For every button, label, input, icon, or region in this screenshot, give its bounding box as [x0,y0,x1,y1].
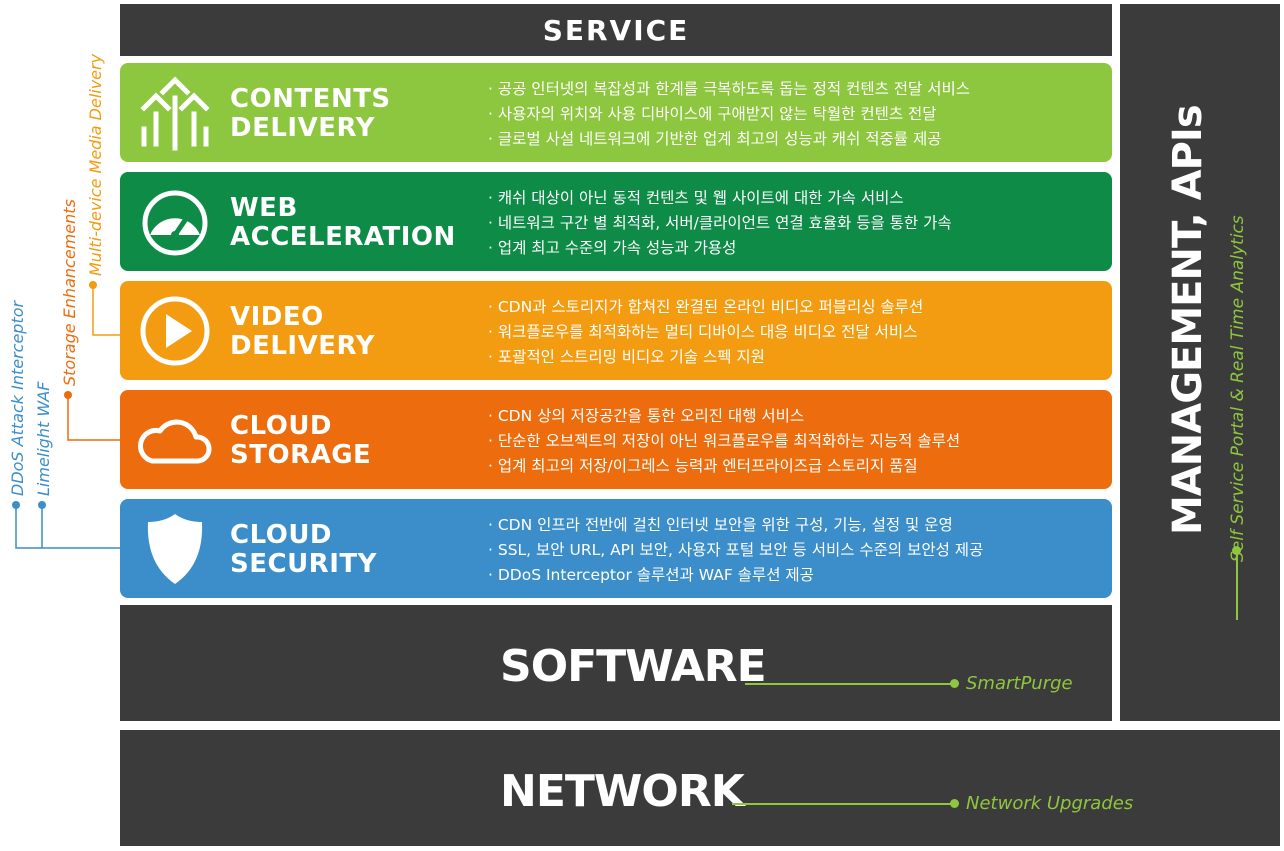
software-note: SmartPurge [966,673,1073,694]
side-note-multidevice: Multi-device Media Delivery [86,53,105,276]
contents-bullets: 공공 인터넷의 복잡성과 한계를 극복하도록 돕는 정적 컨텐츠 전달 서비스 … [488,77,970,152]
contents-bullet-3: 글로벌 사설 네트워크에 기반한 업계 최고의 성능과 캐쉬 적중률 제공 [488,127,970,152]
service-web-acceleration: WEB ACCELERATION 캐쉬 대상이 아닌 동적 컨텐츠 및 웹 사이… [120,172,1112,271]
web-title-line2: ACCELERATION [230,222,456,252]
service-cloud-storage: CLOUD STORAGE CDN 상의 저장공간을 통한 오리진 대행 서비스… [120,390,1112,489]
contents-title-line2: DELIVERY [230,113,375,143]
security-bullet-1: CDN 인프라 전반에 걸친 인터넷 보안을 위한 구성, 기능, 설정 및 운… [488,513,983,538]
storage-bullets: CDN 상의 저장공간을 통한 오리진 대행 서비스 단순한 오브젝트의 저장이… [488,404,960,479]
network-dot [950,799,959,808]
security-title-line1: CLOUD [230,520,333,550]
web-title-line1: WEB [230,193,298,223]
web-bullet-1: 캐쉬 대상이 아닌 동적 컨텐츠 및 웹 사이트에 대한 가속 서비스 [488,186,952,211]
web-bullets: 캐쉬 대상이 아닌 동적 컨텐츠 및 웹 사이트에 대한 가속 서비스 네트워크… [488,186,952,261]
service-contents-delivery: CONTENTS DELIVERY 공공 인터넷의 복잡성과 한계를 극복하도록… [120,63,1112,162]
network-note: Network Upgrades [966,793,1134,814]
network-connector [732,803,954,805]
service-layer: SERVICE [120,4,1112,56]
network-label: NETWORK [500,766,745,817]
side-connectors [12,281,120,549]
video-title-line2: DELIVERY [230,331,375,361]
software-dot [950,679,959,688]
management-note: Self Service Portal & Real Time Analytic… [1228,215,1248,562]
upload-arrows-icon [140,76,210,151]
video-bullet-1: CDN과 스토리지가 합쳐진 완결된 온라인 비디오 퍼블리싱 솔루션 [488,295,923,320]
security-bullets: CDN 인프라 전반에 걸친 인터넷 보안을 위한 구성, 기능, 설정 및 운… [488,513,983,588]
cloud-icon [138,419,212,464]
storage-title-line1: CLOUD [230,411,333,441]
contents-title-line1: CONTENTS [230,84,391,114]
shield-icon [147,514,203,584]
side-note-storage: Storage Enhancements [60,199,79,386]
video-bullet-2: 워크플로우를 최적화하는 멀티 디바이스 대응 비디오 전달 서비스 [488,320,923,345]
contents-bullet-1: 공공 인터넷의 복잡성과 한계를 극복하도록 돕는 정적 컨텐츠 전달 서비스 [488,77,970,102]
speedometer-icon [142,190,208,256]
play-icon [140,296,210,366]
software-connector [745,683,953,685]
management-dot [1232,546,1241,555]
web-bullet-3: 업계 최고 수준의 가속 성능과 가용성 [488,236,952,261]
network-layer: NETWORK [120,730,1280,846]
management-connector [1236,555,1238,620]
security-bullet-3: DDoS Interceptor 솔루션과 WAF 솔루션 제공 [488,563,983,588]
service-video-delivery: VIDEO DELIVERY CDN과 스토리지가 합쳐진 완결된 온라인 비디… [120,281,1112,380]
video-bullet-3: 포괄적인 스트리밍 비디오 기술 스펙 지원 [488,345,923,370]
contents-bullet-2: 사용자의 위치와 사용 디바이스에 구애받지 않는 탁월한 컨텐츠 전달 [488,102,970,127]
management-layer [1120,4,1280,721]
management-label: MANAGEMENT, APIs [1165,105,1211,535]
storage-bullet-2: 단순한 오브젝트의 저장이 아닌 워크플로우를 최적화하는 지능적 솔루션 [488,429,960,454]
security-title-line2: SECURITY [230,549,377,579]
video-title-line1: VIDEO [230,302,324,332]
software-layer: SOFTWARE [120,605,1112,721]
web-bullet-2: 네트워크 구간 별 최적화, 서버/클라이언트 연결 효율화 등을 통한 가속 [488,211,952,236]
security-bullet-2: SSL, 보안 URL, API 보안, 사용자 포털 보안 등 서비스 수준의… [488,538,983,563]
storage-bullet-3: 업계 최고의 저장/이그레스 능력과 엔터프라이즈급 스토리지 품질 [488,454,960,479]
software-label: SOFTWARE [500,641,767,692]
storage-title-line2: STORAGE [230,440,372,470]
storage-bullet-1: CDN 상의 저장공간을 통한 오리진 대행 서비스 [488,404,960,429]
service-label: SERVICE [542,14,690,47]
video-bullets: CDN과 스토리지가 합쳐진 완결된 온라인 비디오 퍼블리싱 솔루션 워크플로… [488,295,923,370]
side-note-ddos: DDoS Attack Interceptor [8,300,27,496]
side-note-waf: Limelight WAF [34,381,53,496]
service-cloud-security: CLOUD SECURITY CDN 인프라 전반에 걸친 인터넷 보안을 위한… [120,499,1112,598]
